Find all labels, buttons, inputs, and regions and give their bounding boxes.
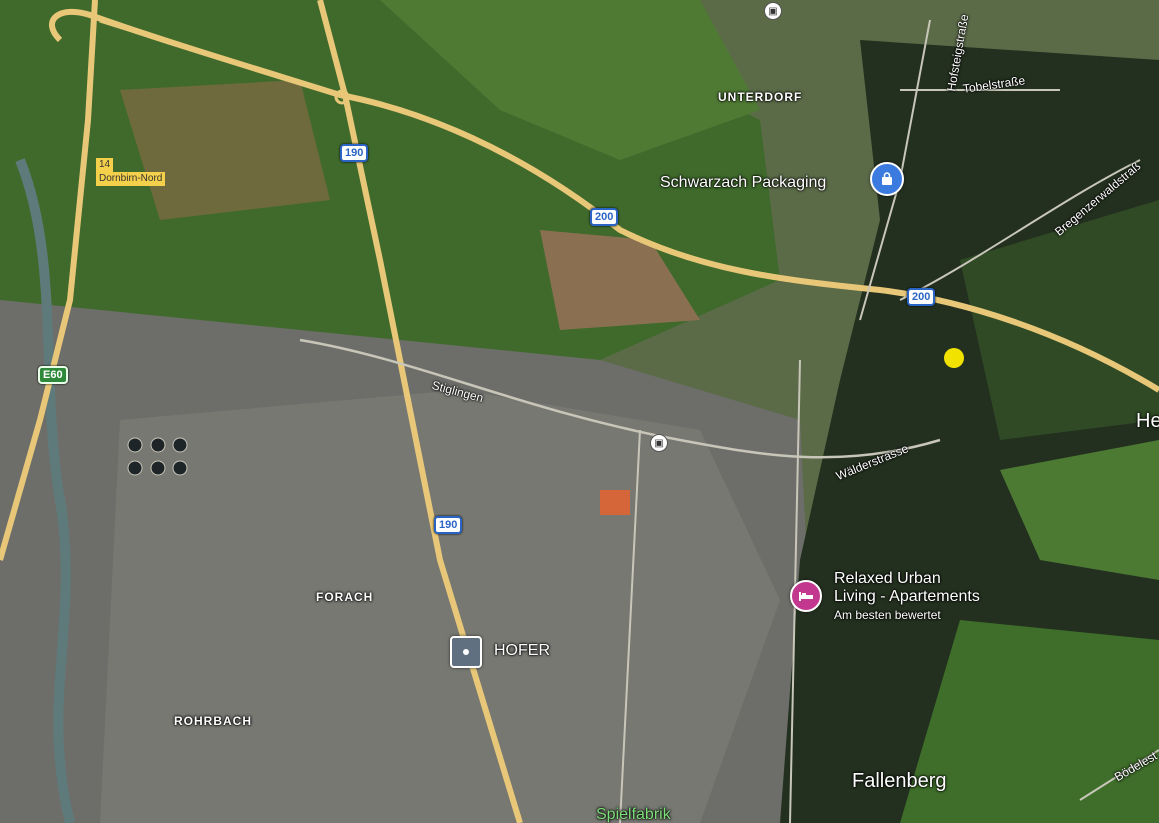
area-label-he: He (1136, 410, 1159, 432)
road-190-shield: 190 (340, 144, 369, 162)
poi-label-hofer[interactable]: HOFER (494, 642, 550, 659)
area-label-unterdorf: UNTERDORF (718, 90, 803, 104)
poi-label-schwarzach-packaging[interactable]: Schwarzach Packaging (660, 174, 827, 191)
road-200-shield: 200 (590, 208, 619, 226)
road-e60-shield: E60 (38, 366, 68, 384)
area-label-forach: FORACH (316, 590, 374, 604)
poi-label-spielfabrik[interactable]: Spielfabrik (596, 806, 671, 823)
poi-label-relaxed-line1[interactable]: Relaxed Urban (834, 570, 941, 587)
train-station-icon[interactable]: ▣ (650, 434, 668, 452)
road-190-shield: 190 (434, 516, 463, 534)
bed-icon[interactable] (790, 580, 822, 612)
train-station-icon[interactable]: ▣ (764, 2, 782, 20)
exit-number-badge: 14 (96, 158, 114, 172)
exit-name-badge: Dornbirn-Nord (96, 172, 166, 186)
road-200-shield: 200 (907, 288, 936, 306)
area-label-fallenberg: Fallenberg (852, 770, 947, 792)
poi-subtitle-relaxed: Am besten bewertet (834, 608, 941, 622)
location-marker[interactable] (944, 348, 964, 368)
shopping-bag-icon[interactable] (870, 162, 904, 196)
poi-label-relaxed-line2[interactable]: Living - Apartements (834, 588, 980, 605)
area-label-rohrbach: ROHRBACH (174, 714, 252, 728)
store-icon[interactable] (450, 636, 482, 668)
